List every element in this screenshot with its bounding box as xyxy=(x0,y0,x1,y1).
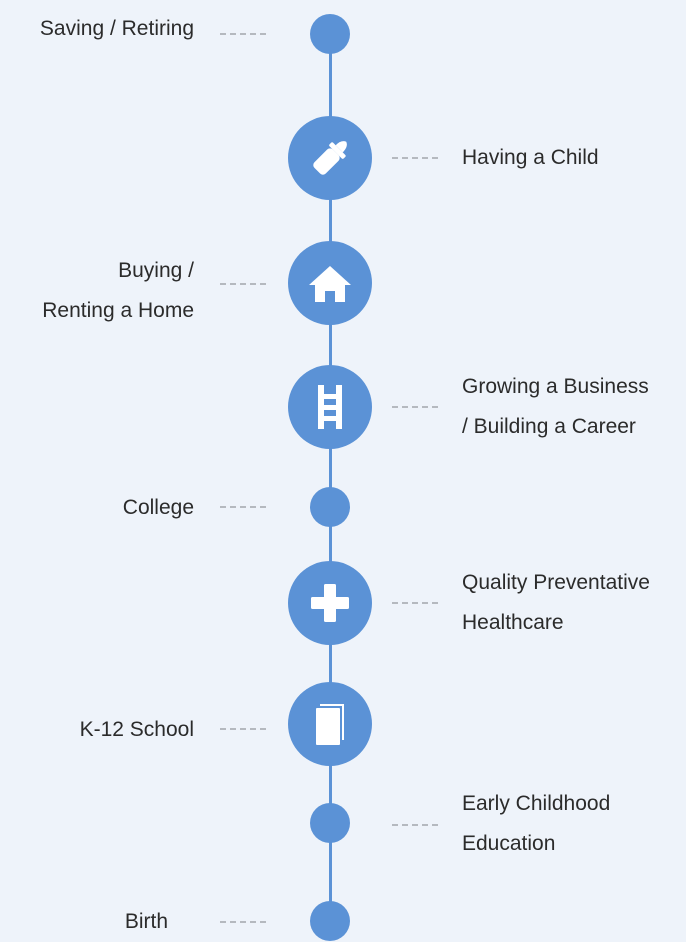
connector-dash xyxy=(220,33,266,35)
stage-label-line: Renting a Home xyxy=(42,299,194,322)
stage-node xyxy=(288,116,372,200)
stage-node xyxy=(288,561,372,645)
stage-dot xyxy=(310,901,350,941)
stage-label-line: K-12 School xyxy=(79,718,194,741)
connector-dash xyxy=(220,921,266,923)
ladder-icon xyxy=(318,385,342,429)
timeline-line xyxy=(329,34,332,920)
connector-dash xyxy=(392,824,438,826)
stage-label-line: Growing a Business xyxy=(462,375,649,398)
stage-label-line: Buying / xyxy=(118,259,194,282)
stage-label: Buying / Renting a Home xyxy=(42,251,194,331)
connector-dash xyxy=(392,157,438,159)
stage-label: Quality Preventative Healthcare xyxy=(462,563,650,643)
house-icon xyxy=(309,266,351,302)
stage-label: Saving / Retiring xyxy=(40,9,194,49)
book-icon xyxy=(316,704,344,745)
stage-label-line: / Building a Career xyxy=(462,415,636,438)
stage-node xyxy=(288,241,372,325)
stage-node xyxy=(288,365,372,449)
connector-dash xyxy=(220,506,266,508)
stage-dot xyxy=(310,803,350,843)
stage-label-line: College xyxy=(122,496,194,519)
stage-label: Birth xyxy=(125,902,168,942)
connector-dash xyxy=(392,602,438,604)
stage-label: Having a Child xyxy=(462,138,599,178)
connector-dash xyxy=(392,406,438,408)
baby-bottle-icon xyxy=(313,141,347,175)
stage-label-line: Quality Preventative xyxy=(462,571,650,594)
stage-dot xyxy=(310,14,350,54)
stage-label: K-12 School xyxy=(80,710,194,750)
connector-dash xyxy=(220,728,266,730)
stage-label-line: Having a Child xyxy=(462,146,599,169)
stage-label: Growing a Business / Building a Career xyxy=(462,367,649,447)
stage-label-line: Education xyxy=(462,832,556,855)
stage-label-line: Early Childhood xyxy=(462,792,611,815)
stage-label: Early Childhood Education xyxy=(462,784,610,864)
stage-dot xyxy=(310,487,350,527)
stage-node xyxy=(288,682,372,766)
stage-label-line: Healthcare xyxy=(462,611,564,634)
connector-dash xyxy=(220,283,266,285)
stage-label-line: Birth xyxy=(124,910,168,933)
plus-icon xyxy=(311,584,349,622)
stage-label: College xyxy=(123,488,194,528)
stage-label-line: Saving / Retiring xyxy=(39,17,194,40)
